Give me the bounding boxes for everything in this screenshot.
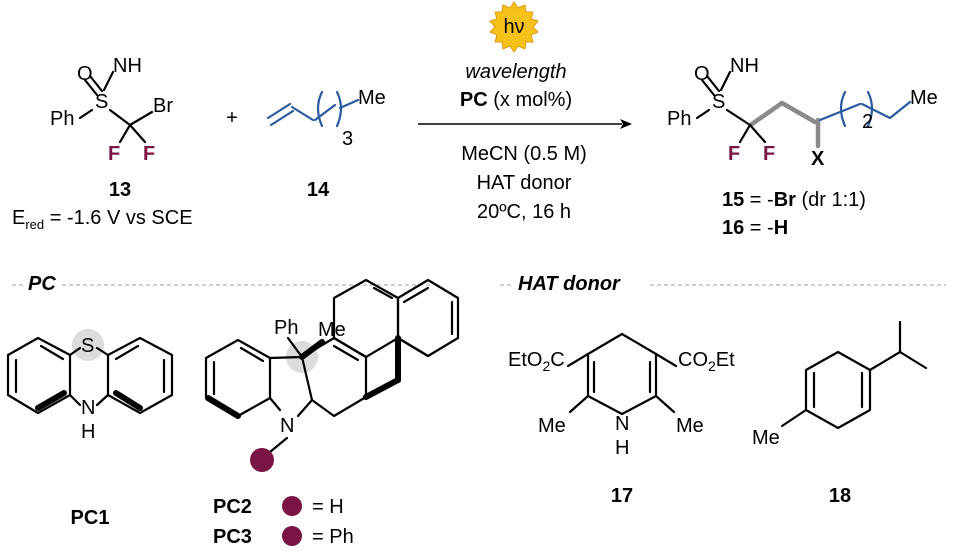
p-chain-bond-3 [888,100,912,120]
s-highlight [72,329,104,361]
chain-bond-2 [313,103,337,122]
p-atom-s: S [712,91,725,113]
pc1-ring-left [6,336,72,415]
hv-sun-icon: hν [489,1,539,53]
c17-atom-h: H [615,437,629,459]
group-ph: Ph [50,108,74,130]
pc2-dot [282,496,302,516]
chain-bond-3 [338,98,360,110]
c-f2-bond [128,123,147,144]
section-title-pc: PC [28,273,56,295]
c17-me-left: Me [538,415,566,437]
p-new-bond-1 [749,100,785,127]
p-sn-bond [719,70,732,92]
c18-me: Me [752,427,780,449]
atom-f2: F [143,143,155,165]
pc23-group-me: Me [318,319,346,341]
pc1-label: PC1 [71,507,110,529]
label-15: 15 = -Br (dr 1:1) [722,189,866,211]
pc3-dot [282,526,302,546]
atom-br: Br [153,95,173,117]
atom-nh: NH [113,55,142,77]
pc3-eq: = Ph [312,526,354,548]
hv-label: hν [503,16,524,38]
p-atom-f1: F [728,143,740,165]
pc1-atom-s: S [81,335,94,357]
alkene-bond-1 [266,102,292,120]
alkene-bond-2 [269,109,295,127]
p-so-bond-1 [700,78,716,97]
sn-bond [102,70,115,92]
pc1-ring-right [106,336,174,415]
p-chain-paren-left [839,90,847,128]
section-title-hat: HAT donor [518,273,621,295]
pc23-atom-n: N [280,415,294,437]
plus-sign: + [226,107,238,129]
c-br-bond [128,110,154,127]
pc23-structure: Ph Me N [204,278,460,472]
p-chain-bond-1 [818,102,862,122]
compound-14: 3 Me 14 [266,87,386,201]
s-c-bond [108,108,132,127]
c17-ring [586,332,658,416]
c18-ring [804,350,872,430]
p-c-f2-bond [748,123,767,144]
p-s-c-bond [725,108,752,127]
pc1-structure: S N H PC1 [6,329,174,529]
s-ph-bond [78,108,94,120]
condition-solvent: MeCN (0.5 M) [461,143,587,165]
p-chain-bond-2 [860,102,892,120]
compound-number-18: 18 [829,485,851,507]
c17-eto2c: EtO2C [508,349,565,374]
p-group-me: Me [910,87,938,109]
compound-17: EtO2C CO2Et Me Me N H 17 [508,332,735,507]
pc23-group-ph: Ph [274,317,298,339]
label-16: 16 = -H [722,217,788,239]
p-atom-nh: NH [730,55,759,77]
p-atom-x: X [811,148,825,170]
p-atom-f2: F [763,143,775,165]
p-group-ph: Ph [667,108,691,130]
atom-f1: F [108,143,120,165]
compound-18: Me 18 [752,320,928,507]
p-so-bond-2 [705,74,721,93]
p-atom-o: O [694,63,710,85]
pc3-label: PC3 [213,526,252,548]
c-f1-bond [118,123,132,144]
substituent-dot [250,448,274,472]
condition-pc: PC (x mol%) [460,89,572,111]
c17-co2et: CO2Et [678,349,735,374]
so-double-bond-1 [83,78,99,97]
compound-13: O S NH Ph Br F F 13 Ered = -1.6 V vs SCE [12,55,193,232]
group-me: Me [358,87,386,109]
p-s-ph-bond [695,108,711,120]
pc2-label: PC2 [213,496,252,518]
atom-s: S [95,91,108,113]
compound-number-17: 17 [611,485,633,507]
c17-me-right: Me [676,415,704,437]
pc2-eq: = H [312,496,344,518]
condition-temp: 20ºC, 16 h [477,201,571,223]
atom-o: O [77,63,93,85]
compound-number-13: 13 [109,179,131,201]
product-15-16: 2 Me O S NH Ph F F X 15 = -Br (dr 1:1) 1… [667,55,938,239]
p-repeat-n: 2 [862,111,873,133]
pc1-atom-n: N [81,397,95,419]
pc1-atom-h: H [81,421,95,443]
so-double-bond-2 [88,74,104,93]
chain-bond-1 [290,105,315,122]
reaction-arrow-head [620,119,632,129]
p-c-f1-bond [738,123,752,144]
ered-label: Ered = -1.6 V vs SCE [12,207,193,232]
repeat-n: 3 [342,128,353,150]
p-new-bond-2 [779,100,818,125]
condition-wavelength: wavelength [465,61,566,83]
chain-paren-left [316,90,324,128]
c17-atom-n: N [615,413,629,435]
compound-number-14: 14 [307,179,330,201]
condition-hat: HAT donor [477,172,572,194]
